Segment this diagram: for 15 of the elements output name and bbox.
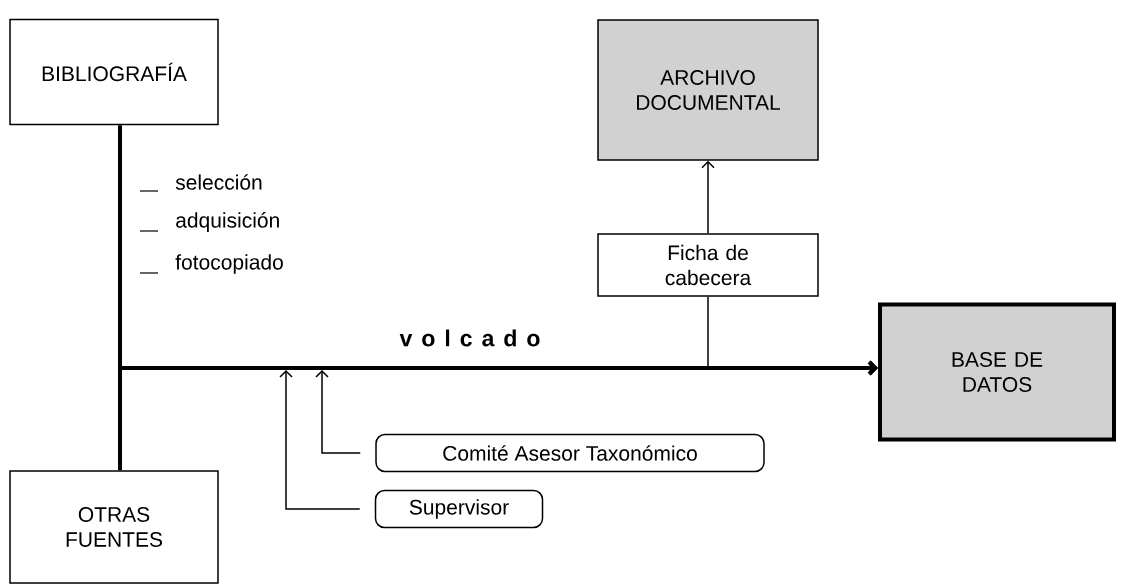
- edge-label: v o l c a d o: [399, 329, 540, 347]
- list-item: fotocopiado: [175, 254, 283, 274]
- arrow: [118, 360, 878, 471]
- list-item: adquisición: [176, 212, 279, 232]
- arrow: [701, 160, 715, 234]
- box: ARCHIVO DOCUMENTAL: [597, 19, 819, 161]
- source-box: OTRAS FUENTES: [9, 470, 219, 584]
- arrow: [279, 370, 361, 510]
- list-item: selección: [175, 174, 262, 190]
- rounded-box: Comité Asesor Taxonómico: [375, 433, 765, 473]
- arrow: [315, 370, 361, 454]
- source-box: BIBLIOGRAFÍA: [9, 18, 219, 126]
- rounded-box: Supervisor: [374, 489, 544, 529]
- box: Ficha de cabecera: [597, 233, 819, 297]
- box: BASE DE DATOS: [878, 302, 1116, 442]
